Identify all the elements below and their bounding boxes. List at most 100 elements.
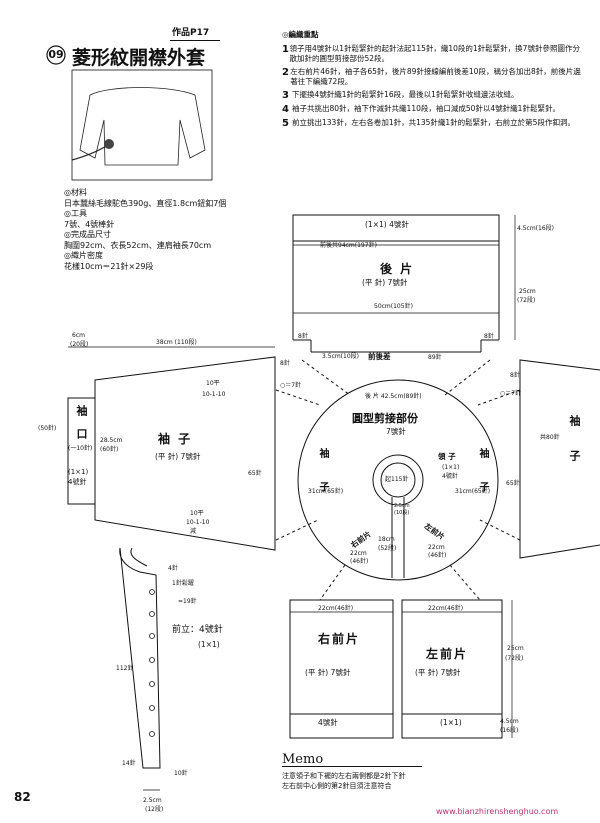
- placket-rib-note: 1針鬆躍: [172, 580, 194, 587]
- right-front-stitch: (平 針) 7號針: [305, 668, 351, 677]
- back-add-left: 8針: [298, 333, 308, 340]
- materials-heading: ◎材料: [64, 188, 87, 197]
- gauge-value: 花樣10cm＝21針×29段: [64, 261, 154, 271]
- right-front-width: 22cm(46針): [318, 605, 354, 612]
- work-reference: 作品P17: [172, 28, 210, 38]
- yoke-right-front-stitches: (46針): [350, 558, 369, 565]
- sleeve-dec-bottom-rule: 10-1-10: [186, 519, 210, 526]
- placket-width-rows: (12段): [145, 806, 164, 813]
- cuff-decrease: (一10針): [68, 445, 93, 452]
- header-rule: [170, 40, 220, 41]
- page-title: 菱形紋開襟外套: [72, 47, 206, 69]
- placket-width: 2.5cm: [143, 797, 162, 804]
- notes-list: 1 領子用4號針以1針鬆緊針的起針法起115針，織10段的1針鬆緊針，換7號針參…: [282, 44, 582, 132]
- note-item: 3 下擺換4號針織1針的鬆緊針16段，最後以1針鬆緊針收縫邊法收縫。: [282, 90, 519, 101]
- note-item: 5 前立挑出133針，左右各卷加1針，共135針織1針的鬆緊針，右前立於第5段作…: [282, 118, 575, 129]
- yoke-left-width: 31cm(65針): [308, 488, 344, 495]
- note-item: 2 左右前片46針，袖子各65針，後片89針接線編前後差10段，稱分各加出8針，…: [282, 67, 581, 86]
- gauge-heading: ◎織片密度: [64, 251, 103, 260]
- back-add-right: 8針: [484, 333, 494, 340]
- memo-title: Memo: [282, 752, 324, 767]
- project-number: 09: [48, 48, 64, 61]
- back-width: 50cm(105針): [374, 303, 413, 310]
- note-item: 4 袖子共挑出80針，袖下作減針共織110段，袖口減成50針以4號針織1針鬆緊針…: [282, 104, 560, 115]
- sleeve-name: 袖 子: [158, 432, 193, 446]
- back-remaining: 89針: [428, 354, 442, 361]
- size-heading: ◎完成品尺寸: [64, 230, 111, 239]
- buttonhole-spacing: =19針: [178, 598, 197, 605]
- placket-name: 前立：4號針: [172, 625, 223, 635]
- sleeve-length: 38cm (110段): [156, 339, 197, 346]
- collar-label: 領 子: [438, 452, 456, 461]
- cuff-stitch: (1×1): [68, 468, 89, 476]
- left-front-hem: (1×1): [440, 718, 462, 727]
- back-length-rows: (72段): [517, 297, 536, 304]
- right-sleeve-80: 共80針: [540, 434, 560, 441]
- sleeve-dec-top: 10平: [206, 380, 220, 387]
- front-hem-rows: (16段): [500, 727, 519, 734]
- sleeve-dec-bottom-mark: 減: [190, 528, 197, 535]
- yoke-depth: 18cm: [378, 536, 395, 543]
- yoke-right-width: 31cm(65針): [455, 488, 491, 495]
- left-front-width: 22cm(46針): [428, 605, 464, 612]
- yoke-left-front-stitches: (46針): [428, 552, 447, 559]
- collar-needle: 4號針: [442, 473, 458, 480]
- page-number: 82: [14, 790, 31, 804]
- left-front-stitch: (平 針) 7號針: [415, 668, 461, 677]
- sleeve-top-width: 6cm: [72, 332, 85, 339]
- yoke-sleeve-left: 袖 子: [317, 448, 328, 502]
- right-front-hem: 4號針: [318, 718, 338, 727]
- yoke-depth-rows: (52段): [378, 545, 397, 552]
- yoke-right-front-width: 22cm: [350, 550, 367, 557]
- materials-value: 日本蠶絲毛線駝色390g、直徑1.8cm鈕釦7個: [64, 198, 227, 208]
- materials-info: ◎材料 日本蠶絲毛線駝色390g、直徑1.8cm鈕釦7個 ◎工具 7號、4號棒針…: [64, 188, 226, 272]
- back-diff-label: 前後差: [368, 352, 391, 361]
- back-cast-on: 前後共94cm(197針): [320, 242, 377, 249]
- tools-value: 7號、4號棒針: [64, 219, 115, 229]
- right-sleeve-add-mark: ○＝7針: [500, 390, 522, 397]
- watermark: www.bianzhirenshenghuo.com: [436, 807, 559, 816]
- back-piece-name: 後 片: [380, 262, 415, 276]
- placket-length: 112針: [116, 665, 134, 672]
- sleeve-stitch: (平 針) 7號針: [155, 452, 201, 461]
- memo-line-2: 左右前中心側的第2針目須注意符合: [282, 782, 392, 790]
- back-diff-width: 3.5cm(10段): [322, 353, 360, 360]
- collar-depth-rows: (10段): [394, 510, 410, 516]
- placket-bottom-stitches: 14針: [122, 760, 136, 767]
- memo-rule: [282, 766, 422, 767]
- front-length-rows: (72段): [505, 655, 524, 662]
- yoke-left-front-width: 22cm: [428, 544, 445, 551]
- yoke-name: 圓型剪接部份: [352, 412, 418, 425]
- yoke-stitch: 7號針: [386, 427, 406, 436]
- placket-top-stitches: 4針: [168, 565, 178, 572]
- sleeve-add-mark: ○＝7針: [280, 382, 302, 389]
- sleeve-add: 8針: [280, 360, 290, 367]
- placket-stitch: (1×1): [198, 640, 220, 649]
- right-front-name: 右前片: [318, 632, 361, 646]
- memo-line-1: 注意領子和下襬的左右兩側都是2針下針: [282, 772, 406, 780]
- yoke-sleeve-right: 袖 子: [477, 448, 488, 502]
- sleeve-width: 28.5cm: [100, 437, 123, 444]
- front-length: 25cm: [507, 645, 524, 652]
- size-value: 胸圍92cm、衣長52cm、連肩袖長70cm: [64, 240, 212, 250]
- collar-cast-on: 起115針: [385, 476, 409, 483]
- back-length: 25cm: [519, 288, 536, 295]
- collar-stitch: (1×1): [442, 464, 460, 471]
- sleeve-top-rows: (20段): [70, 341, 89, 348]
- cuff-width: (50針): [38, 425, 57, 432]
- tools-heading: ◎工具: [64, 209, 87, 218]
- back-ribbing: (1×1) 4號針: [365, 220, 409, 229]
- collar-depth: 2.5cm: [394, 503, 410, 509]
- sleeve-width-stitches: (60針): [100, 446, 119, 453]
- front-hem-height: 4.5cm: [500, 718, 519, 725]
- cuff-needle: 4號針: [68, 478, 87, 486]
- back-stitch: (平 針) 7號針: [362, 278, 408, 287]
- sleeve-65-stitches: 65針: [248, 470, 262, 477]
- sleeve-dec-bottom: 10平: [190, 510, 204, 517]
- right-sleeve-65: 65針: [506, 480, 520, 487]
- cuff-label: 袖 口: [75, 405, 88, 443]
- notes-heading: ◎編織重點: [282, 30, 319, 39]
- placket-bottom-count: 10針: [174, 770, 188, 777]
- yoke-back-label: 後 片 42.5cm(89針): [365, 393, 422, 400]
